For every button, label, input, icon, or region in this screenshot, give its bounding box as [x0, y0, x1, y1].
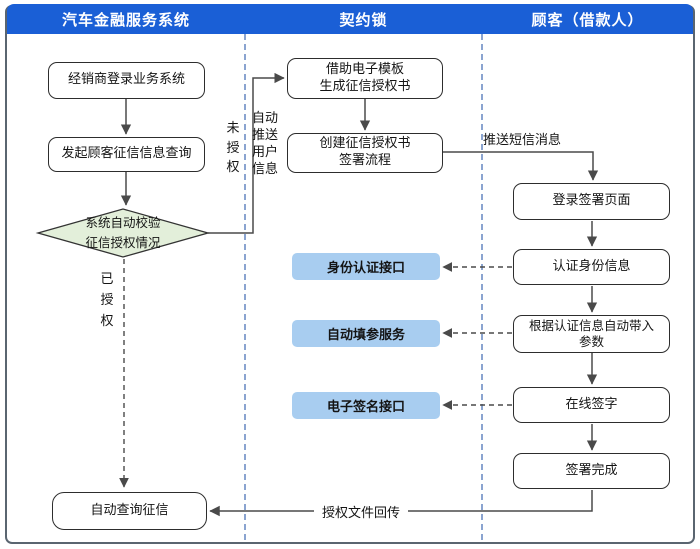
node-auto-query: 自动查询征信: [52, 492, 207, 530]
node-login-page: 登录签署页面: [513, 183, 670, 220]
node-auth-identity: 认证身份信息: [513, 249, 670, 285]
edge-label-authorized: 已授权: [100, 272, 114, 330]
edge-label-file-return: 授权文件回传: [314, 502, 409, 521]
node-verify-check: 系统自动校验 征信授权情况: [85, 215, 161, 250]
node-sign-done: 签署完成: [513, 453, 670, 489]
node-create-flow: 创建征信授权书 签署流程: [287, 133, 443, 173]
edge-label-sms-push: 推送短信消息: [483, 133, 562, 148]
node-dealer-login: 经销商登录业务系统: [48, 62, 205, 99]
node-initiate-query: 发起顾客征信信息查询: [48, 137, 205, 172]
edge-label-auto-push: 自动推送用户信息: [252, 111, 279, 178]
swimlane-header: 汽车金融服务系统 契约锁 顾客（借款人）: [7, 4, 693, 34]
lane-title-customer: 顾客（借款人）: [531, 10, 644, 29]
edge-label-not-authorized: 未授权: [226, 121, 240, 175]
dashed-connectors: [119, 259, 512, 488]
node-autofill-service: 自动填参服务: [292, 320, 440, 347]
node-online-sign: 在线签字: [513, 387, 670, 423]
node-carry-params: 根据认证信息自动带入 参数: [513, 315, 670, 353]
lane-title-auto-finance: 汽车金融服务系统: [61, 10, 190, 29]
node-id-auth-api: 身份认证接口: [292, 253, 440, 280]
decision-diamond-shape: [35, 208, 211, 258]
lane-title-qiyuesuo: 契约锁: [339, 10, 388, 29]
node-gen-letter: 借助电子模板 生成征信授权书: [287, 58, 443, 99]
node-esign-api: 电子签名接口: [292, 392, 440, 419]
